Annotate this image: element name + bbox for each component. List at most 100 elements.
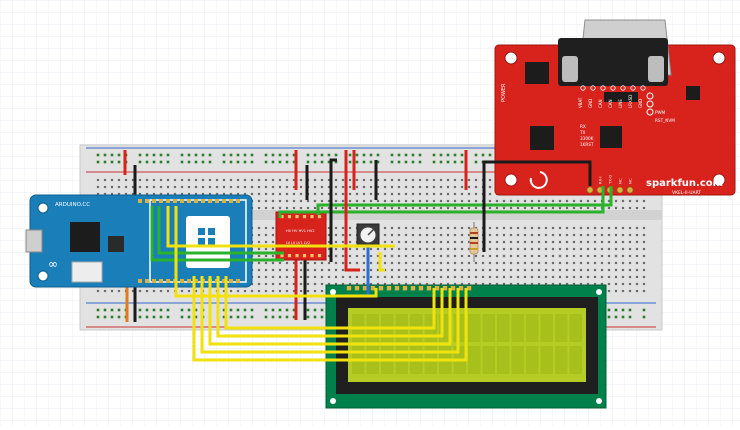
rail-hole (278, 160, 282, 164)
terminal-hole (180, 178, 184, 182)
terminal-hole (264, 275, 268, 279)
wire-yellow (378, 252, 385, 272)
rail-hole (110, 315, 114, 319)
terminal-hole (299, 199, 303, 203)
terminal-hole (495, 206, 499, 210)
terminal-hole (642, 268, 646, 272)
rf-module-dot (208, 238, 215, 245)
rail-hole (250, 308, 254, 312)
terminal-hole (523, 254, 527, 258)
terminal-hole (390, 226, 394, 230)
terminal-hole (397, 178, 401, 182)
terminal-hole (607, 199, 611, 203)
terminal-hole (341, 199, 345, 203)
rail-hole (628, 308, 632, 312)
terminal-hole (334, 192, 338, 196)
rail-hole (411, 153, 415, 157)
terminal-hole (565, 206, 569, 210)
terminal-hole (600, 254, 604, 258)
terminal-hole (509, 247, 513, 251)
terminal-hole (439, 247, 443, 251)
shifter-pin (280, 215, 284, 219)
rail-hole (327, 153, 331, 157)
lcd-header-pins (346, 286, 472, 291)
terminal-hole (306, 282, 310, 286)
terminal-hole (579, 240, 583, 244)
terminal-hole (432, 233, 436, 237)
terminal-hole (551, 206, 555, 210)
terminal-hole (558, 261, 562, 265)
terminal-hole (614, 206, 618, 210)
rail-hole (236, 160, 240, 164)
terminal-hole (278, 268, 282, 272)
terminal-hole (397, 275, 401, 279)
terminal-hole (397, 268, 401, 272)
terminal-hole (299, 282, 303, 286)
terminal-hole (607, 240, 611, 244)
signal-wires (150, 150, 613, 362)
terminal-hole (292, 185, 296, 189)
terminal-hole (348, 261, 352, 265)
terminal-hole (432, 226, 436, 230)
gps-header-label: CAN (598, 99, 603, 108)
terminal-hole (313, 185, 317, 189)
rail-hole (243, 308, 247, 312)
wire-yellow (192, 276, 468, 362)
terminal-hole (453, 261, 457, 265)
terminal-hole (467, 226, 471, 230)
terminal-hole (460, 275, 464, 279)
terminal-hole (131, 178, 135, 182)
terminal-hole (635, 254, 639, 258)
terminal-hole (264, 240, 268, 244)
terminal-hole (467, 247, 471, 251)
terminal-hole (110, 178, 114, 182)
terminal-hole (621, 240, 625, 244)
lcd-pin (402, 286, 408, 291)
db9-connector (558, 38, 668, 86)
terminal-hole (236, 192, 240, 196)
terminal-hole (404, 247, 408, 251)
terminal-hole (362, 247, 366, 251)
terminal-hole (600, 233, 604, 237)
terminal-hole (355, 254, 359, 258)
gps-pin-label: NC (618, 178, 623, 184)
terminal-hole (257, 261, 261, 265)
terminal-hole (250, 192, 254, 196)
terminal-hole (397, 206, 401, 210)
terminal-hole (313, 192, 317, 196)
terminal-hole (341, 275, 345, 279)
terminal-hole (299, 192, 303, 196)
terminal-hole (425, 240, 429, 244)
terminal-hole (320, 178, 324, 182)
rail-hole (404, 160, 408, 164)
terminal-hole (257, 289, 261, 293)
wire-yellow (200, 276, 460, 354)
terminal-hole (607, 289, 611, 293)
terminal-hole (621, 226, 625, 230)
terminal-hole (411, 282, 415, 286)
terminal-hole (635, 233, 639, 237)
terminal-hole (635, 226, 639, 230)
rail-hole (229, 160, 233, 164)
terminal-hole (320, 199, 324, 203)
mounting-hole (596, 289, 602, 295)
rail-hole (362, 160, 366, 164)
terminal-hole (593, 268, 597, 272)
terminal-hole (628, 233, 632, 237)
terminal-hole (474, 206, 478, 210)
terminal-hole (474, 192, 478, 196)
terminal-hole (264, 233, 268, 237)
lcd-char-cell (526, 314, 539, 342)
shifter-pin (302, 215, 307, 219)
terminal-hole (362, 275, 366, 279)
terminal-hole (327, 240, 331, 244)
terminal-hole (152, 192, 156, 196)
terminal-hole (362, 206, 366, 210)
terminal-hole (558, 240, 562, 244)
terminal-hole (572, 240, 576, 244)
terminal-hole (628, 254, 632, 258)
terminal-hole (271, 261, 275, 265)
terminal-hole (537, 199, 541, 203)
terminal-hole (397, 226, 401, 230)
